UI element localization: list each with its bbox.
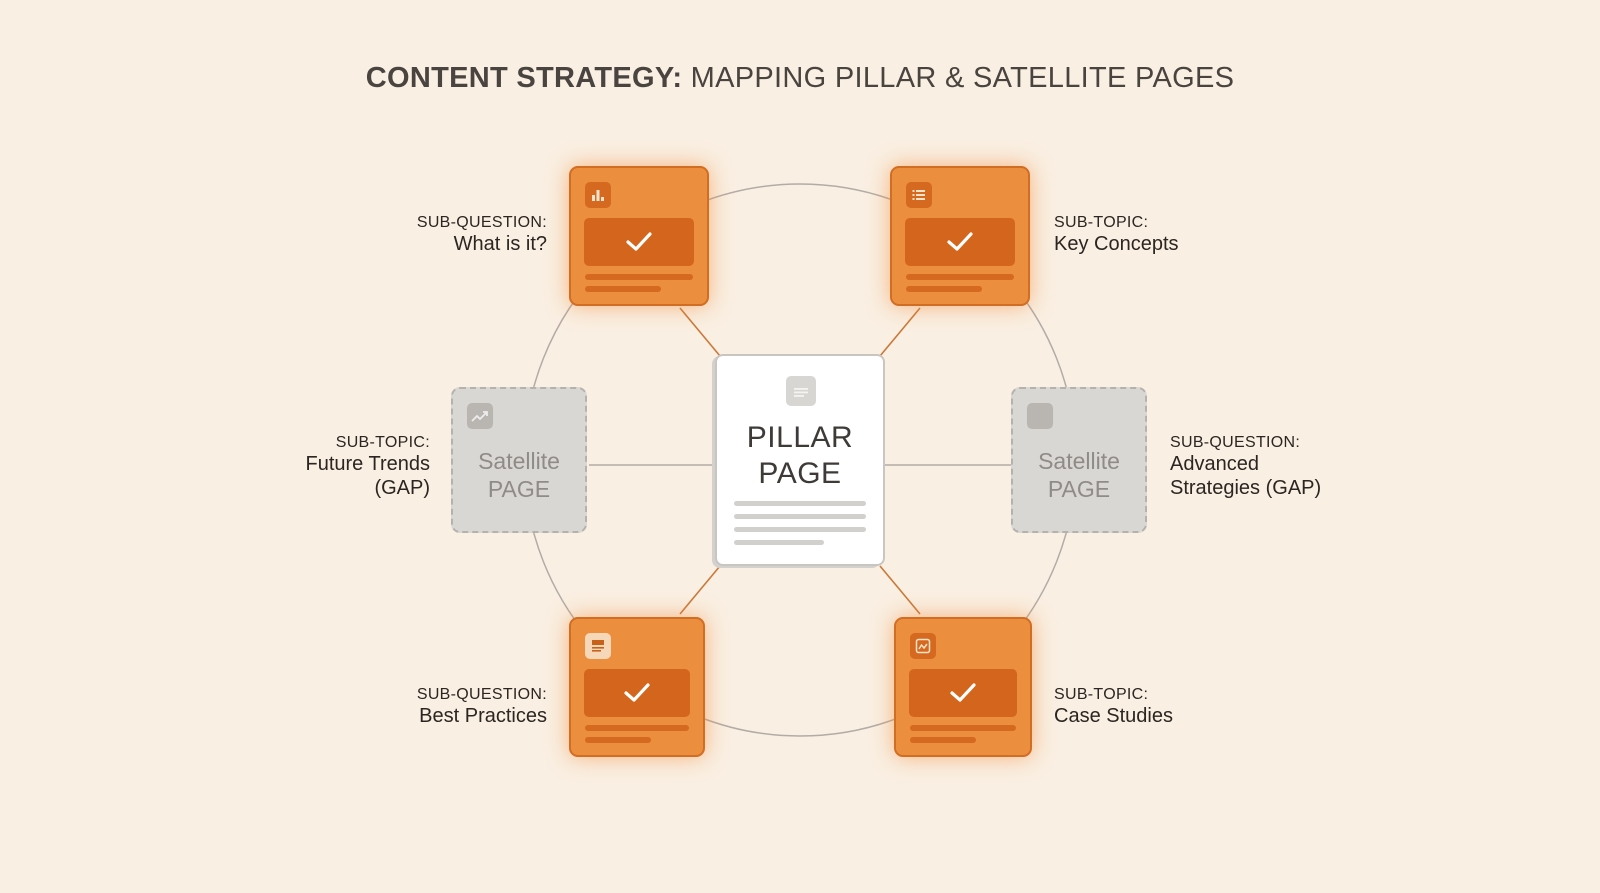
bar-chart-icon [585, 182, 611, 208]
covered-check-bar [584, 218, 694, 266]
text-line [910, 725, 1016, 731]
label-case-studies: SUB-TOPIC: Case Studies [1054, 686, 1173, 728]
label-name: What is it? [453, 233, 547, 255]
satellite-line1: Satellite [478, 448, 560, 474]
label-name-line1: Future Trends [305, 453, 430, 475]
title-light: MAPPING PILLAR & SATELLITE PAGES [690, 62, 1235, 94]
connector-top-left [679, 307, 721, 357]
label-kind: SUB-QUESTION: [416, 686, 547, 703]
label-kind: SUB-TOPIC: [335, 434, 430, 451]
label-kind: SUB-TOPIC: [1054, 214, 1149, 231]
node-card-what-is-it[interactable] [569, 166, 709, 306]
check-icon [950, 683, 976, 702]
satellite-line1: Satellite [1038, 448, 1120, 474]
text-line [585, 725, 689, 731]
blank-square-icon [1027, 403, 1053, 429]
text-line [585, 737, 651, 743]
label-name-line2: (GAP) [374, 477, 430, 499]
pillar-line2: PAGE [758, 457, 842, 490]
connector-bottom-right [879, 565, 921, 615]
text-line [734, 540, 824, 545]
line-chart-icon [910, 633, 936, 659]
text-line [734, 514, 866, 519]
check-icon [626, 232, 652, 251]
label-name: Best Practices [419, 705, 547, 727]
label-best-practices: SUB-QUESTION: Best Practices [417, 686, 547, 728]
label-future-trends: SUB-TOPIC: Future Trends (GAP) [305, 434, 430, 500]
label-name-line1: Advanced [1170, 453, 1259, 475]
document-icon [786, 376, 816, 406]
label-name: Key Concepts [1054, 233, 1179, 255]
text-line [910, 737, 976, 743]
covered-check-bar [909, 669, 1017, 717]
label-kind: SUB-QUESTION: [1170, 434, 1301, 451]
list-icon [906, 182, 932, 208]
pillar-page-card[interactable]: PILLAR PAGE [715, 354, 885, 566]
covered-check-bar [905, 218, 1015, 266]
pillar-line1: PILLAR [746, 421, 854, 454]
label-kind: SUB-QUESTION: [416, 214, 547, 231]
node-card-future-trends[interactable]: Satellite PAGE [451, 387, 587, 533]
label-advanced-strategies: SUB-QUESTION: Advanced Strategies (GAP) [1170, 434, 1321, 500]
label-name: Case Studies [1054, 705, 1173, 727]
trend-up-icon [467, 403, 493, 429]
check-icon [947, 232, 973, 251]
satellite-label: Satellite PAGE [1013, 447, 1145, 503]
satellite-line2: PAGE [487, 476, 551, 502]
satellite-label: Satellite PAGE [453, 447, 585, 503]
article-icon [585, 633, 611, 659]
text-line [906, 286, 982, 292]
pillar-title: PILLAR PAGE [717, 420, 883, 492]
satellite-line2: PAGE [1047, 476, 1111, 502]
text-line [906, 274, 1014, 280]
node-card-case-studies[interactable] [894, 617, 1032, 757]
text-line [585, 286, 661, 292]
label-key-concepts: SUB-TOPIC: Key Concepts [1054, 214, 1179, 256]
node-card-best-practices[interactable] [569, 617, 705, 757]
text-line [734, 527, 866, 532]
text-line [585, 274, 693, 280]
label-what-is-it: SUB-QUESTION: What is it? [417, 214, 547, 256]
connector-bottom-left [679, 565, 721, 615]
node-card-key-concepts[interactable] [890, 166, 1030, 306]
label-name-line2: Strategies (GAP) [1170, 477, 1322, 499]
node-card-advanced-strategies[interactable]: Satellite PAGE [1011, 387, 1147, 533]
title-strong: CONTENT STRATEGY: [365, 62, 683, 94]
covered-check-bar [584, 669, 690, 717]
label-kind: SUB-TOPIC: [1054, 686, 1149, 703]
check-icon [624, 683, 650, 702]
text-line [734, 501, 866, 506]
connector-top-right [879, 307, 921, 357]
diagram-title: CONTENT STRATEGY: MAPPING PILLAR & SATEL… [0, 62, 1600, 95]
